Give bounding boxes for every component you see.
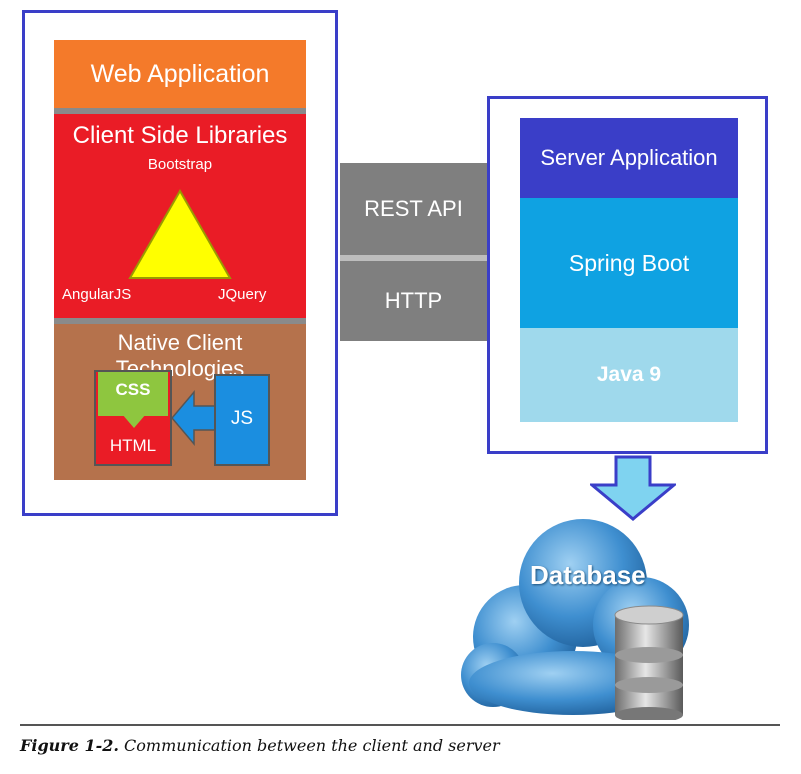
database-label: Database (530, 560, 646, 590)
caption-rule (20, 724, 780, 726)
web-application-label: Web Application (90, 59, 270, 88)
css-label: CSS (115, 380, 151, 399)
triangle-shape (128, 188, 232, 279)
http-label: HTTP (384, 288, 443, 313)
client-side-libraries-label: Client Side Libraries (72, 122, 288, 149)
js-box (214, 374, 270, 466)
http-band: HTTP (340, 261, 487, 341)
down-arrow-icon (122, 414, 146, 428)
divider (54, 108, 306, 114)
angularjs-label: AngularJS (62, 286, 132, 303)
rest-api-band: REST API (340, 163, 487, 255)
spring-boot-label: Spring Boot (568, 249, 690, 276)
down-arrow-icon (590, 455, 676, 521)
js-label: JS (230, 408, 254, 429)
server-application-block: Server Application (520, 118, 738, 198)
java-block: Java 9 (520, 328, 738, 422)
figure-number: Figure 1-2. (20, 736, 119, 755)
database-cloud-icon (461, 519, 689, 720)
figure-caption-text: Communication between the client and ser… (124, 736, 500, 755)
client-side-libraries-block: Client Side Libraries Bootstrap AngularJ… (54, 114, 306, 318)
figure-caption: Figure 1-2. Communication between the cl… (20, 736, 780, 755)
bootstrap-label: Bootstrap (147, 156, 213, 173)
jquery-label: JQuery (218, 286, 267, 303)
database-cylinder-icon (614, 605, 684, 720)
web-application-block: Web Application (54, 40, 306, 108)
left-arrow-icon (172, 389, 216, 447)
spring-boot-block: Spring Boot (520, 198, 738, 328)
rest-api-label: REST API (364, 196, 463, 221)
native-client-technologies-block: Native Client Technologies CSS HTML JS (54, 324, 306, 480)
divider (340, 255, 487, 261)
server-application-label: Server Application (540, 145, 718, 170)
divider (54, 318, 306, 324)
java-label: Java 9 (596, 363, 662, 386)
html-label: HTML (109, 436, 157, 455)
css-box (98, 372, 168, 416)
